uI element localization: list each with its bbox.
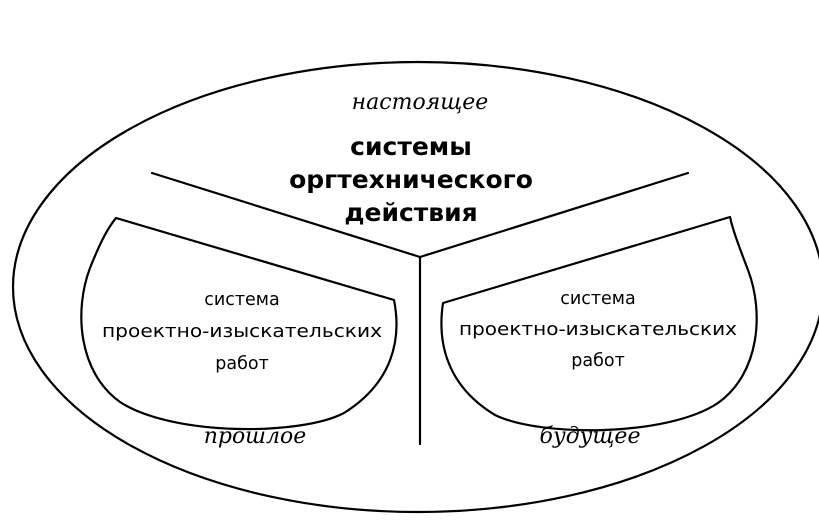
divider-left-arm — [150, 171, 422, 259]
future-label: будущее — [540, 424, 641, 449]
center-title-line-3: действия — [344, 198, 477, 227]
outer-ellipse — [12, 60, 819, 514]
left-lobe-line-3: работ — [215, 354, 269, 374]
left-lobe-line-2: проектно-изыскательских — [102, 322, 382, 342]
present-label: настоящее — [352, 90, 489, 115]
past-label: прошлое — [204, 424, 307, 449]
right-lobe-outline — [440, 215, 758, 432]
left-lobe-line-1: система — [204, 290, 280, 310]
center-title-line-1: системы — [350, 132, 472, 161]
right-lobe-line-2: проектно-изыскательских — [459, 320, 737, 340]
center-title-line-2: оргтехнического — [289, 165, 533, 194]
divider-right-arm — [418, 171, 690, 259]
right-lobe-line-3: работ — [571, 351, 625, 371]
left-lobe-outline — [80, 216, 398, 431]
right-lobe-line-1: система — [560, 289, 636, 309]
